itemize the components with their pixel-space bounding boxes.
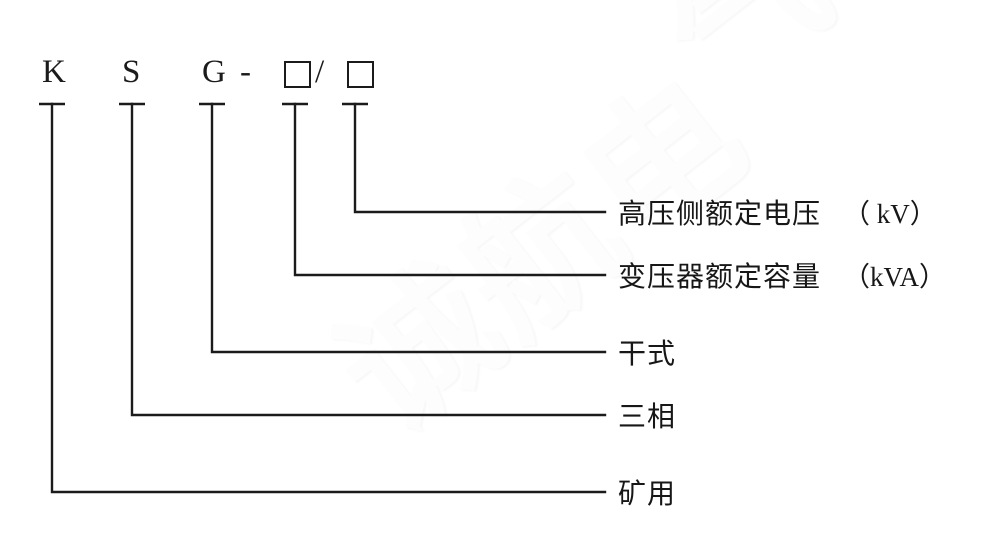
leader-mining-use xyxy=(39,102,607,494)
model-code-char-letter: S xyxy=(122,54,141,90)
leader-transformer-capacity xyxy=(282,102,607,277)
model-code-char-letter: G xyxy=(202,54,226,90)
model-code-char-dash: - xyxy=(240,54,251,90)
model-code-char-slash: / xyxy=(315,54,325,90)
leader-dry-type xyxy=(199,102,607,354)
callout-dry-type: 干式 xyxy=(618,332,676,372)
model-code-char-letter: K xyxy=(42,54,66,90)
callout-text: 干式 xyxy=(618,338,677,369)
callout-unit: （kVA） xyxy=(843,262,947,292)
callout-transformer-capacity: 变压器额定容量 （kVA） xyxy=(618,255,946,295)
callout-mining-use: 矿用 xyxy=(618,472,676,512)
callout-text: 变压器额定容量 xyxy=(618,261,822,292)
callout-text: 高压侧额定电压 xyxy=(618,198,822,229)
callout-high-voltage-rating: 高压侧额定电压 （ kV） xyxy=(618,192,937,232)
callout-unit: （ kV） xyxy=(843,199,937,229)
model-code-row: K S G- / xyxy=(0,52,1000,100)
callout-text: 三相 xyxy=(618,401,677,432)
callout-three-phase: 三相 xyxy=(618,395,676,435)
callout-text: 矿用 xyxy=(618,478,677,509)
model-code-placeholder-box xyxy=(284,61,311,88)
leader-three-phase xyxy=(119,102,607,417)
model-code-placeholder-box xyxy=(347,61,374,88)
leader-high-voltage-rating xyxy=(342,102,607,214)
